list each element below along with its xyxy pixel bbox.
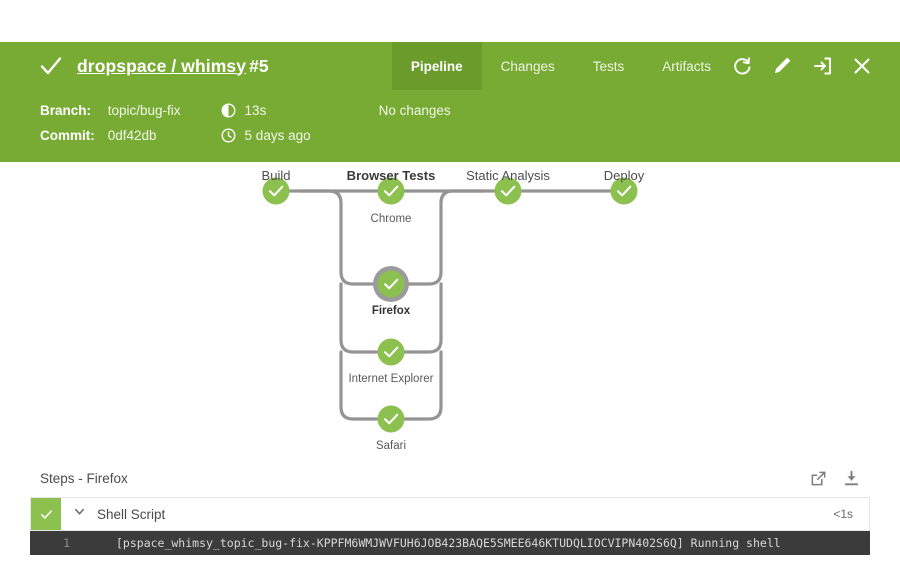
run-title-zone: dropspace / whimsy#5 bbox=[0, 42, 392, 90]
table-row[interactable]: Shell Script <1s bbox=[30, 497, 870, 531]
run-number: #5 bbox=[249, 55, 269, 76]
node-label-internet-explorer[interactable]: Internet Explorer bbox=[348, 373, 434, 385]
step-status-success bbox=[31, 498, 61, 530]
changes-summary: No changes bbox=[378, 103, 451, 118]
node-label-firefox[interactable]: Firefox bbox=[371, 305, 411, 317]
tab-changes[interactable]: Changes bbox=[500, 58, 555, 74]
node-safari[interactable] bbox=[377, 405, 405, 433]
run-header-actions bbox=[730, 42, 900, 90]
clock-icon bbox=[221, 128, 236, 143]
logout-icon[interactable] bbox=[810, 54, 834, 78]
node-deploy[interactable] bbox=[610, 177, 638, 205]
console-line-number: 1 bbox=[63, 536, 70, 550]
step-toggle[interactable]: Shell Script bbox=[61, 498, 833, 530]
duration-icon bbox=[221, 103, 236, 118]
console-log[interactable]: 1 [pspace_whimsy_topic_bug-fix-KPPFM6WMJ… bbox=[30, 531, 870, 555]
steps-header-actions bbox=[810, 470, 860, 487]
tab-tests[interactable]: Tests bbox=[592, 58, 625, 74]
tab-pipeline[interactable]: Pipeline bbox=[391, 42, 482, 90]
pipeline-stage-nodes bbox=[262, 177, 638, 433]
open-in-new-icon[interactable] bbox=[810, 470, 827, 487]
run-status-check-icon bbox=[38, 53, 64, 79]
run-tabs: Pipeline Changes Tests Artifacts bbox=[391, 42, 730, 90]
rerun-icon[interactable] bbox=[730, 54, 754, 78]
branch-value: topic/bug-fix bbox=[107, 103, 181, 118]
step-duration: <1s bbox=[833, 507, 853, 521]
pipeline-graph: Build Browser Tests Static Analysis Depl… bbox=[0, 162, 900, 464]
steps-title: Steps - Firefox bbox=[40, 471, 128, 486]
edit-icon[interactable] bbox=[770, 54, 794, 78]
stage-label-build[interactable]: Build bbox=[261, 168, 291, 183]
steps-header: Steps - Firefox bbox=[30, 464, 870, 497]
run-meta-bar: Branch: topic/bug-fix Commit: 0df42db 13… bbox=[0, 90, 900, 162]
commit-label: Commit: bbox=[40, 128, 95, 143]
step-name: Shell Script bbox=[97, 506, 166, 522]
pipeline-connectors bbox=[274, 189, 626, 421]
stage-label-deploy[interactable]: Deploy bbox=[603, 168, 645, 183]
stage-label-browser-tests[interactable]: Browser Tests bbox=[346, 168, 436, 183]
project-path-link[interactable]: dropspace / whimsy bbox=[77, 55, 247, 76]
node-label-chrome[interactable]: Chrome bbox=[370, 213, 412, 225]
stage-label-static-analysis[interactable]: Static Analysis bbox=[466, 168, 550, 183]
duration-value: 13s bbox=[244, 103, 267, 118]
node-build[interactable] bbox=[262, 177, 290, 205]
check-icon bbox=[40, 509, 52, 519]
meta-branch-commit: Branch: topic/bug-fix Commit: 0df42db bbox=[40, 98, 181, 148]
node-chrome[interactable] bbox=[377, 177, 405, 205]
pipeline-graph-canvas bbox=[262, 177, 638, 433]
branch-label: Branch: bbox=[40, 103, 92, 118]
tab-artifacts[interactable]: Artifacts bbox=[662, 58, 711, 74]
node-static-analysis[interactable] bbox=[494, 177, 522, 205]
console-line-text: [pspace_whimsy_topic_bug-fix-KPPFM6WMJWV… bbox=[116, 536, 781, 550]
node-firefox[interactable] bbox=[373, 266, 409, 302]
run-header: dropspace / whimsy#5 Pipeline Changes Te… bbox=[0, 42, 900, 162]
meta-timing: 13s 5 days ago bbox=[221, 98, 311, 148]
close-icon[interactable] bbox=[850, 54, 874, 78]
run-header-top: dropspace / whimsy#5 Pipeline Changes Te… bbox=[0, 42, 900, 90]
chevron-down-icon[interactable] bbox=[73, 505, 86, 523]
time-ago-value: 5 days ago bbox=[244, 128, 311, 143]
steps-section: Steps - Firefox bbox=[0, 464, 900, 555]
download-icon[interactable] bbox=[843, 470, 860, 487]
window-top-edge bbox=[0, 0, 900, 42]
page-title: dropspace / whimsy#5 bbox=[77, 56, 269, 77]
node-internet-explorer[interactable] bbox=[377, 338, 405, 366]
node-label-safari[interactable]: Safari bbox=[375, 440, 407, 452]
commit-value: 0df42db bbox=[107, 128, 157, 143]
